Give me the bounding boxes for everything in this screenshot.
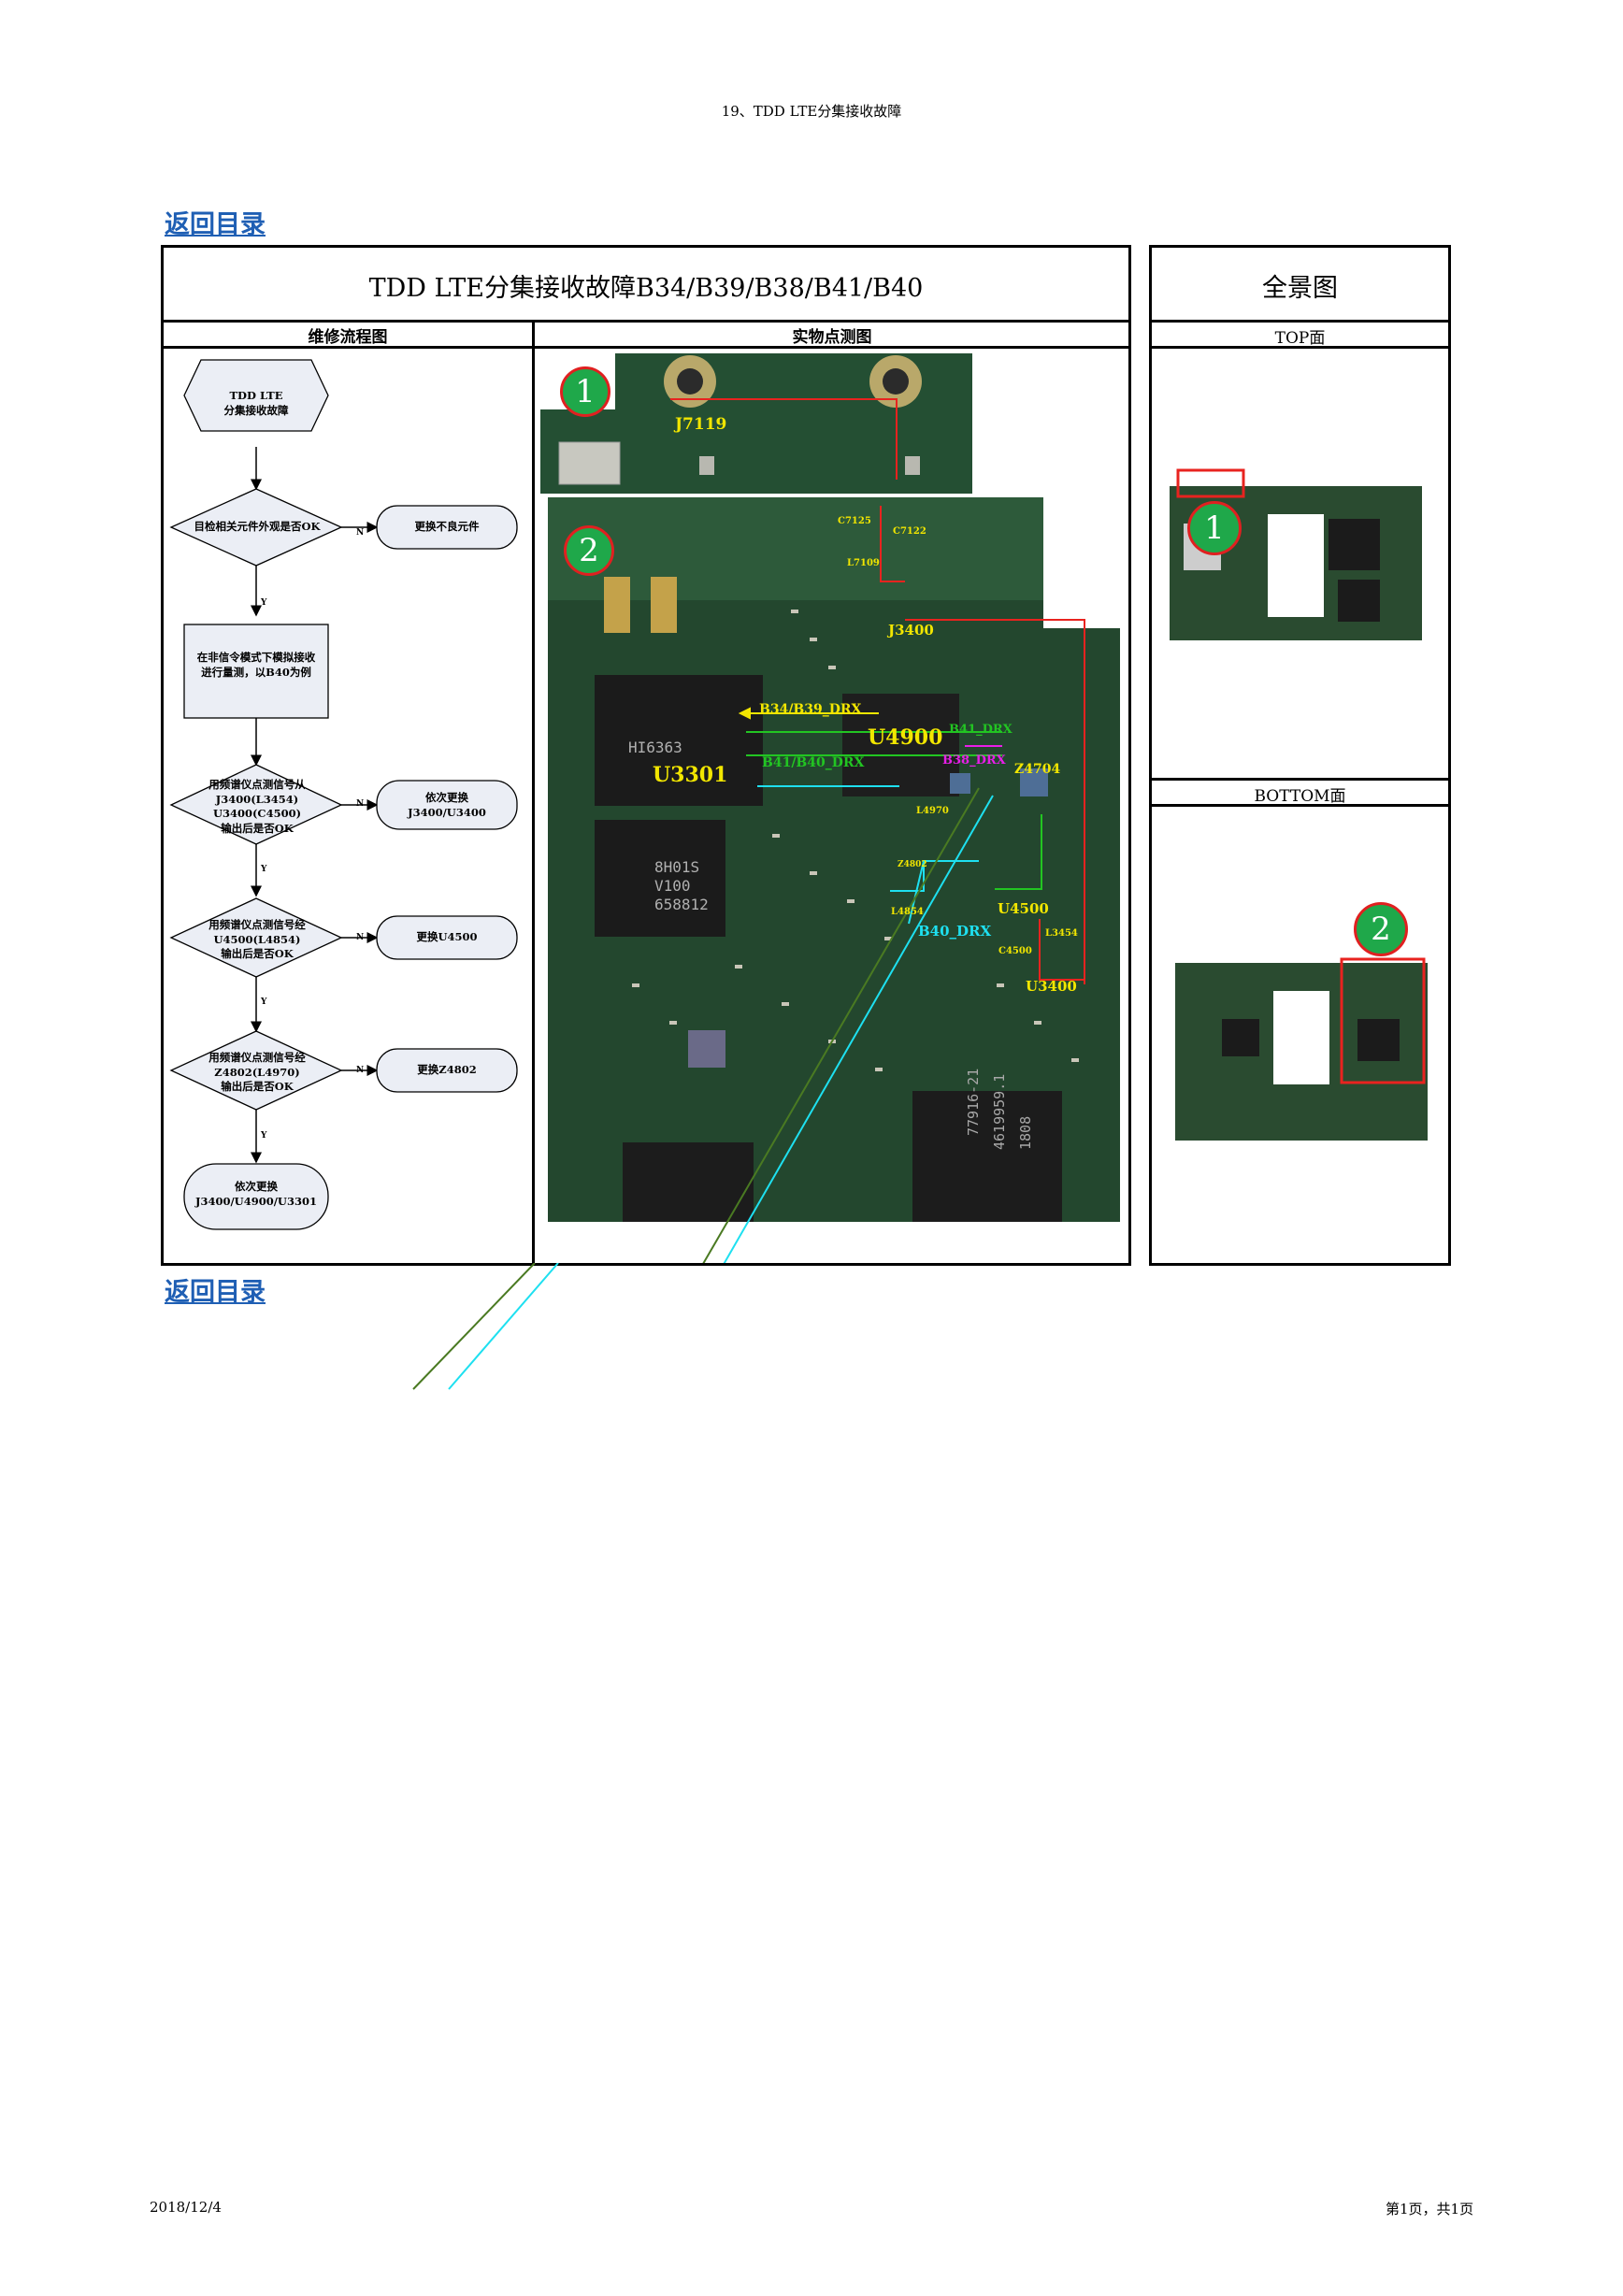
- label-j3400: J3400: [888, 622, 934, 639]
- divider: [1149, 346, 1451, 349]
- chip-text-1808: 1808: [1017, 1115, 1034, 1150]
- back-to-contents-link-bottom[interactable]: 返回目录: [165, 1278, 266, 1307]
- label-c4500: C4500: [998, 946, 1032, 956]
- flow-check2-line2: J3400(L3454): [215, 792, 299, 806]
- pcb-photo-1-graphic: [540, 353, 972, 494]
- flow-end-line2: J3400/U4900/U3301: [195, 1194, 317, 1208]
- label-b38-drx: B38_DRX: [942, 753, 1006, 768]
- label-b40-drx: B40_DRX: [918, 923, 992, 940]
- bottom-board-graphic: [1175, 957, 1428, 1141]
- flow-action-replace-j3400: 依次更换 J3400/U3400: [377, 791, 517, 820]
- top-board-graphic: [1170, 468, 1422, 640]
- label-u3301: U3301: [653, 763, 728, 787]
- label-l7109: L7109: [847, 558, 880, 568]
- top-board-image: [1165, 467, 1427, 645]
- chip-text-hi6363: HI6363: [628, 739, 682, 756]
- flow-check3-line2: U4500(L4854): [213, 932, 301, 946]
- label-b34-b39-drx: B34/B39_DRX: [759, 702, 862, 717]
- flow-end-line1: 依次更换: [235, 1180, 278, 1193]
- chip-text-77916: 77916-21: [965, 1068, 982, 1136]
- label-j7119: J7119: [675, 415, 727, 434]
- flow-check4-line2: Z4802(L4970): [214, 1065, 300, 1079]
- label-c7122: C7122: [893, 526, 926, 537]
- main-table-title: TDD LTE分集接收故障B34/B39/B38/B41/B40: [368, 274, 924, 303]
- divider: [532, 320, 535, 1266]
- flow-start-line2: 分集接收故障: [223, 403, 289, 417]
- label-b41-drx: B41_DRX: [949, 723, 1013, 737]
- flow-yes-label: Y: [261, 1131, 267, 1141]
- chip-text-v100: V100: [654, 877, 691, 895]
- label-u4900: U4900: [868, 725, 943, 750]
- chip-text-8h01s: 8H01S: [654, 858, 700, 876]
- flow-action-replace-z4802: 更换Z4802: [417, 1063, 477, 1076]
- divider: [161, 346, 1131, 349]
- marker-2: 2: [564, 525, 614, 576]
- label-c7125: C7125: [838, 516, 871, 526]
- label-u3400: U3400: [1026, 978, 1077, 995]
- label-l3454: L3454: [1045, 928, 1078, 939]
- flow-check2-line1: 用频谱仪点测信号从: [208, 778, 306, 791]
- footer-date: 2018/12/4: [150, 2199, 222, 2216]
- flow-process-line1: 在非信令模式下模拟接收: [196, 651, 316, 664]
- flow-check4-line1: 用频谱仪点测信号经: [208, 1051, 306, 1064]
- flow-start: TDD LTE 分集接收故障: [184, 389, 328, 418]
- measurement-overlay: [670, 398, 1085, 1263]
- panorama-title: 全景图: [1262, 274, 1338, 303]
- flow-no-label: N: [356, 1066, 365, 1075]
- overflow-lines: [412, 1263, 559, 1390]
- flow-no-label: N: [356, 528, 365, 538]
- flow-check-appearance: 目检相关元件外观是否OK: [194, 520, 321, 533]
- label-b41-b40-drx: B41/B40_DRX: [762, 755, 865, 770]
- label-u4500: U4500: [998, 900, 1049, 917]
- flow-check-j3400: 用频谱仪点测信号从 J3400(L3454) U3400(C4500) 输出后是…: [170, 778, 344, 836]
- chip-text-658812: 658812: [654, 896, 709, 913]
- flow-action2-line1: 依次更换: [425, 791, 468, 804]
- pcb-photo-2: [548, 497, 1120, 1222]
- photo-column-header: 实物点测图: [792, 328, 872, 347]
- flow-yes-label: Y: [261, 997, 267, 1007]
- page-header-title: 19、TDD LTE分集接收故障: [721, 103, 902, 120]
- pcb-photo-2-graphic: [548, 497, 1120, 1222]
- divider: [1149, 320, 1451, 323]
- flow-check3-line3: 输出后是否OK: [221, 947, 294, 961]
- top-face-header: TOP面: [1274, 329, 1326, 348]
- flow-start-hexagon: [183, 359, 329, 432]
- flow-no-label: N: [356, 799, 365, 809]
- flow-check3-line1: 用频谱仪点测信号经: [208, 918, 306, 931]
- flowchart-column-header: 维修流程图: [308, 328, 388, 347]
- flow-process-line2: 进行量测，以B40为例: [201, 665, 311, 679]
- label-z4704: Z4704: [1014, 762, 1061, 777]
- flow-check-u4500: 用频谱仪点测信号经 U4500(L4854) 输出后是否OK: [170, 918, 344, 962]
- label-z4802: Z4802: [898, 860, 927, 869]
- divider: [1149, 804, 1451, 807]
- flow-check4-line3: 输出后是否OK: [221, 1080, 294, 1094]
- back-to-contents-link-top[interactable]: 返回目录: [165, 210, 266, 239]
- flow-action-replace-u4500: 更换U4500: [416, 930, 478, 943]
- divider: [1149, 778, 1451, 781]
- divider: [161, 320, 1131, 323]
- flow-process-measure: 在非信令模式下模拟接收 进行量测，以B40为例: [184, 651, 328, 680]
- flow-check2-line4: 输出后是否OK: [221, 821, 294, 835]
- bottom-marker-2: 2: [1354, 902, 1408, 956]
- flow-action-replace-bad: 更换不良元件: [414, 520, 480, 533]
- top-marker-1: 1: [1187, 501, 1242, 555]
- flow-check2-line3: U3400(C4500): [212, 807, 302, 821]
- marker-1: 1: [560, 366, 610, 417]
- flow-action2-line2: J3400/U3400: [408, 805, 486, 819]
- label-l4854: L4854: [891, 907, 924, 917]
- footer-page-count: 第1页，共1页: [1386, 2201, 1474, 2217]
- flow-start-line1: TDD LTE: [229, 389, 283, 402]
- bottom-face-header: BOTTOM面: [1254, 787, 1346, 806]
- flow-end: 依次更换 J3400/U4900/U3301: [184, 1180, 328, 1209]
- flow-yes-label: Y: [261, 598, 267, 608]
- pcb-photo-1: [540, 353, 972, 494]
- repair-flowchart: [169, 359, 518, 1230]
- flow-check-z4802: 用频谱仪点测信号经 Z4802(L4970) 输出后是否OK: [170, 1051, 344, 1095]
- bottom-board-image: [1171, 954, 1432, 1141]
- flow-no-label: N: [356, 933, 365, 942]
- label-l4970: L4970: [916, 806, 949, 816]
- flow-yes-label: Y: [261, 865, 267, 874]
- chip-text-4619959: 4619959.1: [991, 1073, 1008, 1150]
